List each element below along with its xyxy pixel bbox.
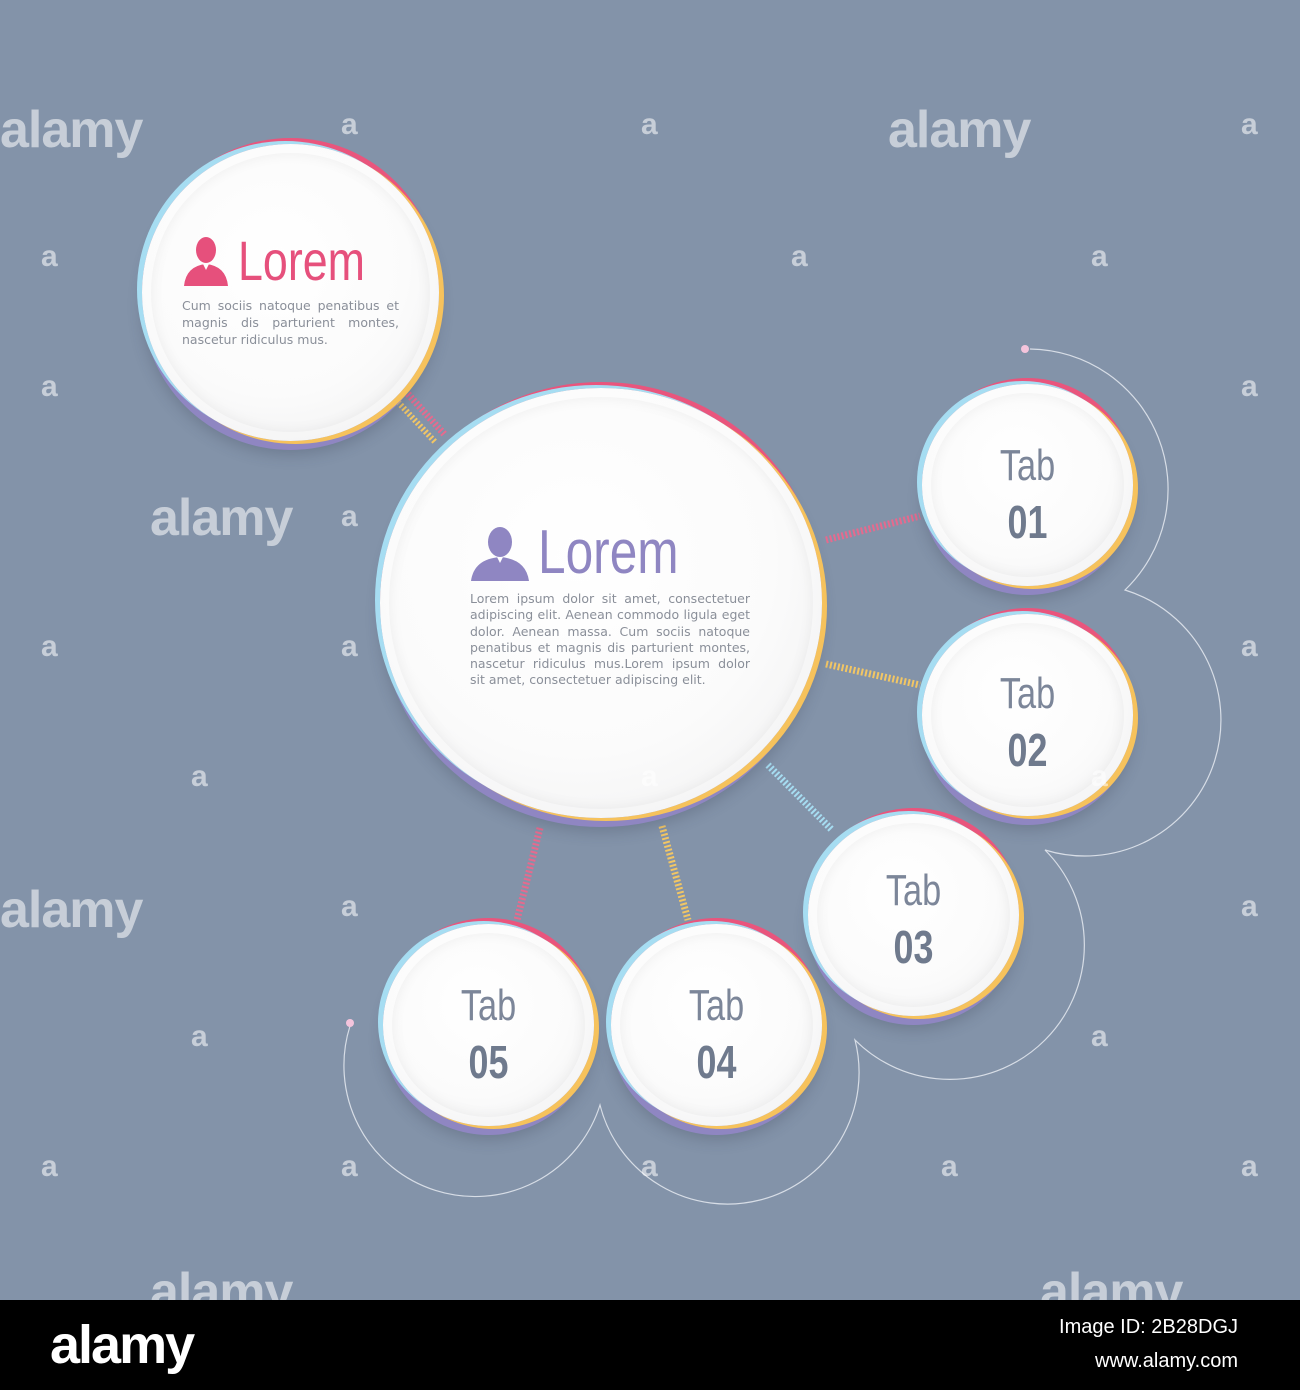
watermark-letter: a (41, 370, 58, 403)
watermark-letter: a (341, 630, 358, 663)
watermark-text: alamy (0, 101, 143, 159)
footer-url: www.alamy.com (1095, 1350, 1238, 1372)
tab-03[interactable]: Tab 03 (808, 814, 1019, 1016)
tab-label: Tab (999, 669, 1056, 718)
watermark-text: alamy (150, 489, 293, 547)
watermark-letter: a (1241, 370, 1258, 403)
watermark-letter: a (41, 630, 58, 663)
watermark-letter: a (341, 890, 358, 923)
watermark-letter: a (641, 1150, 658, 1183)
watermark-letter: a (1241, 1150, 1258, 1183)
image-id: Image ID: 2B28DGJ (1059, 1316, 1238, 1338)
link-top (405, 391, 448, 438)
watermark-letter: a (1091, 240, 1108, 273)
watermark-text: alamy (888, 101, 1031, 159)
infographic-canvas: Lorem Cum sociis natoque penatibus et ma… (0, 101, 1258, 1300)
footer-bar: alamy Image ID: 2B28DGJ www.alamy.com (0, 1300, 1300, 1390)
watermark-letter: a (341, 500, 358, 533)
watermark-letter: a (641, 108, 658, 141)
sparkle-icon (346, 345, 1029, 1027)
top-node-heading: Lorem (182, 228, 397, 292)
person-icon (184, 237, 228, 286)
outline-path (343, 348, 1222, 1205)
tab-number: 05 (468, 1036, 509, 1088)
footer-logo: alamy (50, 1315, 195, 1375)
watermark-letter: a (1241, 890, 1258, 923)
watermark-letter: a (1241, 108, 1258, 141)
watermark-letter: a (1091, 760, 1108, 793)
top-node[interactable]: Lorem Cum sociis natoque penatibus et ma… (142, 144, 439, 441)
watermark-letter: a (41, 240, 58, 273)
watermark-letter: a (341, 108, 358, 141)
center-node-text: Lorem ipsum dolor sit amet, consectetuer… (470, 591, 750, 688)
tab-number: 02 (1007, 724, 1048, 776)
watermark-letter: a (41, 1150, 58, 1183)
top-node-title: Lorem (238, 228, 365, 292)
watermark-text: alamy (150, 1263, 293, 1300)
link-tab-05 (513, 827, 544, 921)
center-node-title: Lorem (538, 518, 679, 588)
watermark-letter: a (791, 240, 808, 273)
tab-01[interactable]: Tab 01 (922, 384, 1133, 586)
watermark-letter: a (641, 760, 658, 793)
person-icon (471, 527, 529, 581)
link-tab-04 (658, 825, 692, 921)
watermark-text: alamy (1040, 1263, 1183, 1300)
link-tab-01 (825, 512, 921, 544)
watermark-letter: a (191, 1020, 208, 1053)
watermark-letter: a (1091, 1020, 1108, 1053)
tab-05[interactable]: Tab 05 (383, 924, 594, 1126)
tab-number: 04 (696, 1036, 737, 1088)
connector-lines (343, 345, 1222, 1205)
watermark-letter: a (941, 1150, 958, 1183)
tab-02[interactable]: Tab 02 (922, 614, 1133, 816)
link-tab-03 (765, 762, 835, 833)
tab-label: Tab (999, 441, 1056, 490)
tab-number: 03 (893, 921, 934, 973)
tab-label: Tab (688, 981, 745, 1030)
tab-04[interactable]: Tab 04 (611, 924, 822, 1126)
link-tab-02 (825, 660, 921, 689)
center-node[interactable]: Lorem Lorem ipsum dolor sit amet, consec… (380, 388, 822, 818)
center-node-heading: Lorem (470, 518, 714, 588)
watermark-letter: a (341, 1150, 358, 1183)
tab-number: 01 (1007, 496, 1048, 548)
tab-label: Tab (885, 866, 942, 915)
top-node-text: Cum sociis natoque penatibus et magnis d… (182, 298, 399, 347)
watermark-letter: a (1241, 630, 1258, 663)
watermark-letter: a (191, 760, 208, 793)
link-top-2 (395, 399, 439, 446)
tab-label: Tab (460, 981, 517, 1030)
watermark-text: alamy (0, 881, 143, 939)
